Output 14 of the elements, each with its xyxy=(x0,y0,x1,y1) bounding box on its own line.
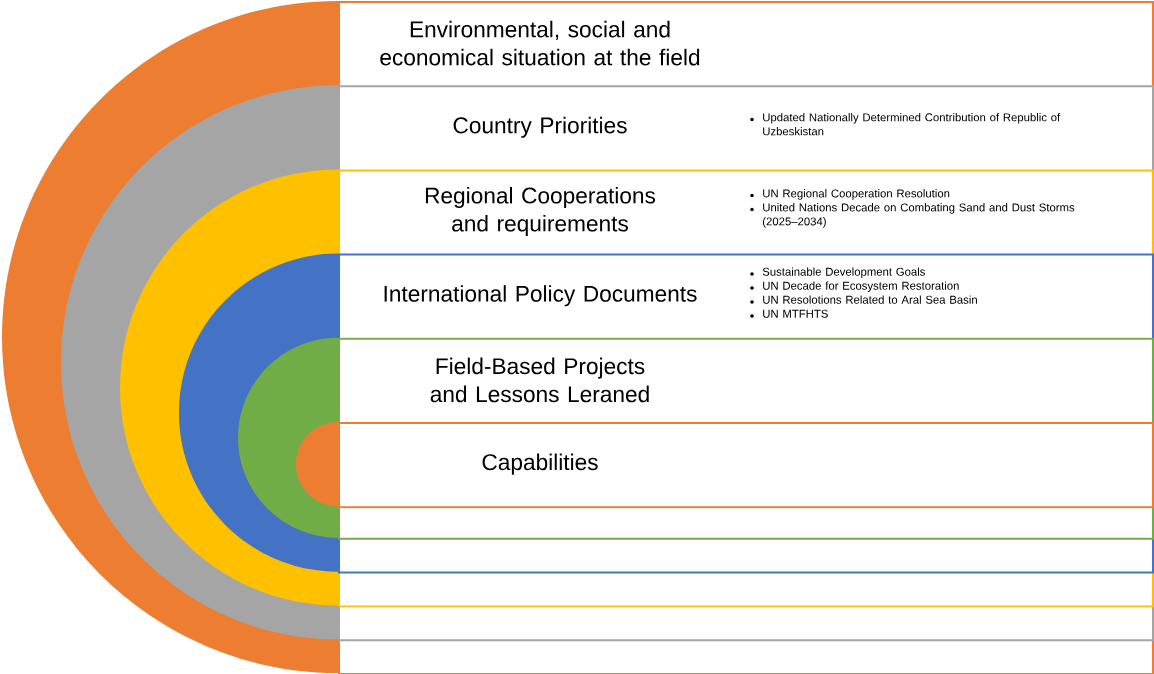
bullet-item: UN MTFHTS xyxy=(750,309,828,318)
band xyxy=(295,422,1154,509)
band-heading: Environmental, social and economical situation at the field xyxy=(380,20,700,66)
bullet-item: UN Decade for Ecosystem Restoration xyxy=(750,281,959,292)
band-heading: International Policy Documents xyxy=(384,285,697,307)
bullet-item: Sustainable Development Goals xyxy=(750,267,925,278)
band-heading: Country Priorities xyxy=(453,116,627,138)
bullet-item: Updated Nationally Determined Contribution of Republic of Uzbeskistan xyxy=(750,113,1061,136)
bullet-item: United Nations Decade on Combating Sand and Dust Storms (2025–2034) xyxy=(750,203,1075,228)
bullet-item: UN Resolotions Related to Aral Sea Basin xyxy=(750,295,977,304)
band-heading: Capabilities xyxy=(482,453,598,475)
bullet-item: UN Regional Cooperation Resolution xyxy=(750,189,950,200)
band-heading: Regional Cooperations and requirements xyxy=(425,186,656,237)
band-heading: Field-Based Projects and Lessons Leraned xyxy=(430,357,649,403)
